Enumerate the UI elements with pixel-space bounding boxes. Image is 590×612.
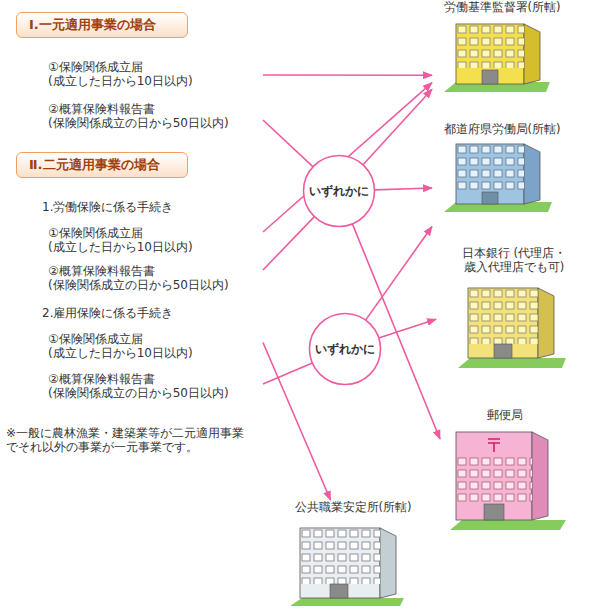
connector-arrow [263,363,312,384]
job-office-building [290,528,404,606]
node-text: 都道府県労働局(所轄) [432,122,572,136]
office-building: 郵便局 [440,408,570,532]
section-header: Ⅱ.二元適用事業の場合 [16,152,188,178]
connector-arrow [363,89,432,165]
node-text: ①保険関係成立届 (成立した日から10日以内) [48,60,263,88]
procedure-item: ②概算保険料報告書 (保険関係成立の日から50日以内) [48,102,263,132]
choice-circle: いずれかに [302,154,376,228]
procedure-item: ②概算保険料報告書 (保険関係成立の日から50日以内) [48,372,263,402]
node-text: 日本銀行 (代理店・歳入代理店でも可) [436,246,590,274]
connector-arrow [263,120,313,167]
footnote: ※一般に農林漁業・建築業等が二元適用事業 でそれ以外の事業が一元事業です。 [6,426,278,454]
procedure-item: ①保険関係成立届 (成立した日から10日以内) [48,226,263,256]
node-text: 労働基準監督署(所轄) [432,0,572,14]
procedure-item: ①保険関係成立届 (成立した日から10日以内) [48,332,263,362]
section-subheading: 2.雇用保険に係る手続き [42,306,272,320]
section-header: Ⅰ.一元適用事業の場合 [16,12,188,38]
connector-arrow [366,227,432,321]
node-text: ②概算保険料報告書 (保険関係成立の日から50日以内) [48,102,263,130]
bank-building [458,288,566,368]
office-building: 日本銀行 (代理店・歳入代理店でも可) [436,246,590,368]
post-office-building [450,432,566,530]
procedure-item: ①保険関係成立届 (成立した日から10日以内) [48,60,263,90]
circle-shape [304,156,375,227]
connector-arrow [263,83,432,232]
connector-arrow [379,319,436,338]
office-building: 都道府県労働局(所轄) [432,122,572,232]
node-text: ②概算保険料報告書 (保険関係成立の日から50日以内) [48,264,263,292]
node-text: 郵便局 [440,408,570,422]
labour-office-building [444,24,550,92]
postal-mark [488,439,500,452]
node-text: 公共職業安定所(所轄) [278,500,428,514]
office-building: 労働基準監督署(所轄) [432,0,572,94]
node-text: Ⅱ.二元適用事業の場合 [29,158,160,172]
section-subheading: 1.労働保険に係る手続き [42,200,272,214]
connector-arrow [263,74,432,76]
choice-circle: いずれかに [308,312,382,386]
node-text: ①保険関係成立届 (成立した日から10日以内) [48,226,263,254]
circle-shape [310,314,381,385]
connector-arrow [263,217,314,270]
node-text: ①保険関係成立届 (成立した日から10日以内) [48,332,263,360]
connector-arrow [375,188,433,190]
procedure-item: ②概算保険料報告書 (保険関係成立の日から50日以内) [48,264,263,294]
prefectural-bureau-building [444,144,552,212]
node-text: ②概算保険料報告書 (保険関係成立の日から50日以内) [48,372,263,400]
office-building: 公共職業安定所(所轄) [278,500,428,606]
node-text: Ⅰ.一元適用事業の場合 [29,18,156,32]
node-text: いずれかに [315,342,375,356]
node-text: いずれかに [309,184,369,198]
